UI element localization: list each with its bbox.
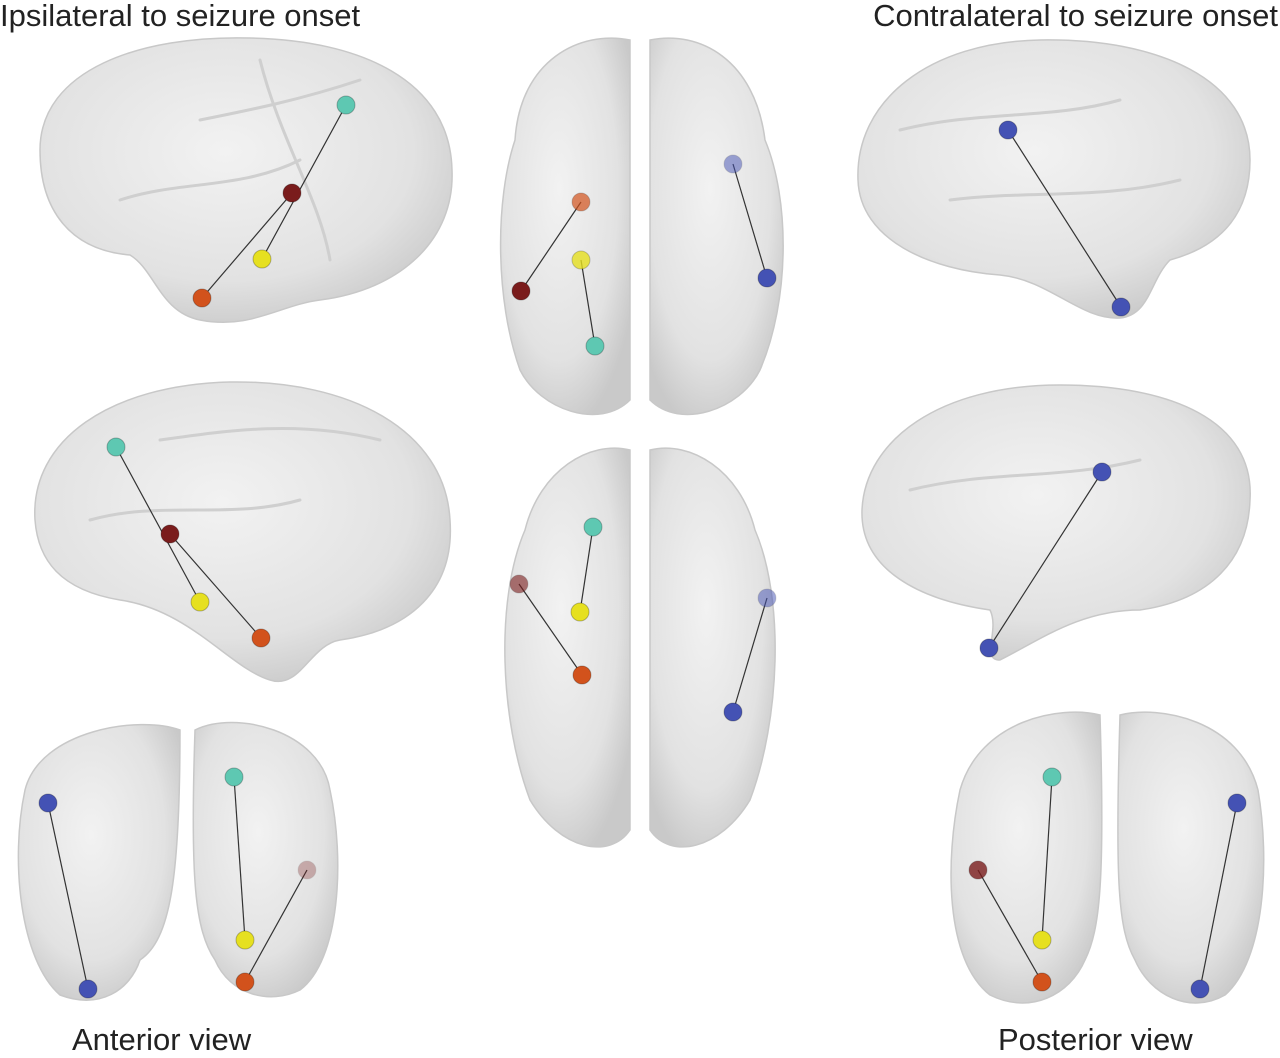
node-yellow	[252, 249, 272, 269]
anterior-view	[17, 721, 339, 1001]
node-cyan	[585, 336, 605, 356]
node-orange	[571, 192, 591, 212]
node-yellow	[571, 250, 591, 270]
node-darkred	[509, 574, 529, 594]
node-darkred	[282, 183, 302, 203]
node-blue	[723, 702, 743, 722]
node-darkred	[297, 860, 317, 880]
node-yellow	[1032, 930, 1052, 950]
node-blue	[998, 120, 1018, 140]
node-orange	[192, 288, 212, 308]
node-darkred	[968, 860, 988, 880]
node-yellow	[235, 930, 255, 950]
node-blue	[1092, 462, 1112, 482]
node-orange	[1032, 972, 1052, 992]
anterior-view-label: Anterior view	[72, 1022, 252, 1057]
node-yellow	[570, 602, 590, 622]
node-blue	[757, 588, 777, 608]
node-blue	[1190, 979, 1210, 999]
node-blue	[757, 268, 777, 288]
contralateral-lateral-view	[857, 39, 1251, 319]
node-orange	[235, 972, 255, 992]
inferior-view	[504, 447, 777, 848]
superior-view	[499, 37, 784, 416]
node-blue	[78, 979, 98, 999]
node-yellow	[190, 592, 210, 612]
node-cyan	[1042, 767, 1062, 787]
ipsilateral-title: Ipsilateral to seizure onset	[0, 0, 361, 33]
node-blue	[1227, 793, 1247, 813]
node-cyan	[583, 517, 603, 537]
posterior-view-label: Posterior view	[998, 1022, 1193, 1057]
node-cyan	[106, 437, 126, 457]
node-blue	[979, 638, 999, 658]
node-orange	[251, 628, 271, 648]
node-cyan	[336, 95, 356, 115]
node-blue	[723, 154, 743, 174]
node-blue	[38, 793, 58, 813]
ipsilateral-medial-view	[34, 381, 452, 683]
contralateral-medial-view	[861, 384, 1251, 661]
node-blue	[1111, 297, 1131, 317]
node-orange	[572, 665, 592, 685]
posterior-view	[950, 711, 1265, 1004]
node-darkred	[160, 524, 180, 544]
node-darkred	[511, 281, 531, 301]
ipsilateral-lateral-view	[39, 37, 453, 324]
node-cyan	[224, 767, 244, 787]
contralateral-title: Contralateral to seizure onset	[873, 0, 1278, 33]
